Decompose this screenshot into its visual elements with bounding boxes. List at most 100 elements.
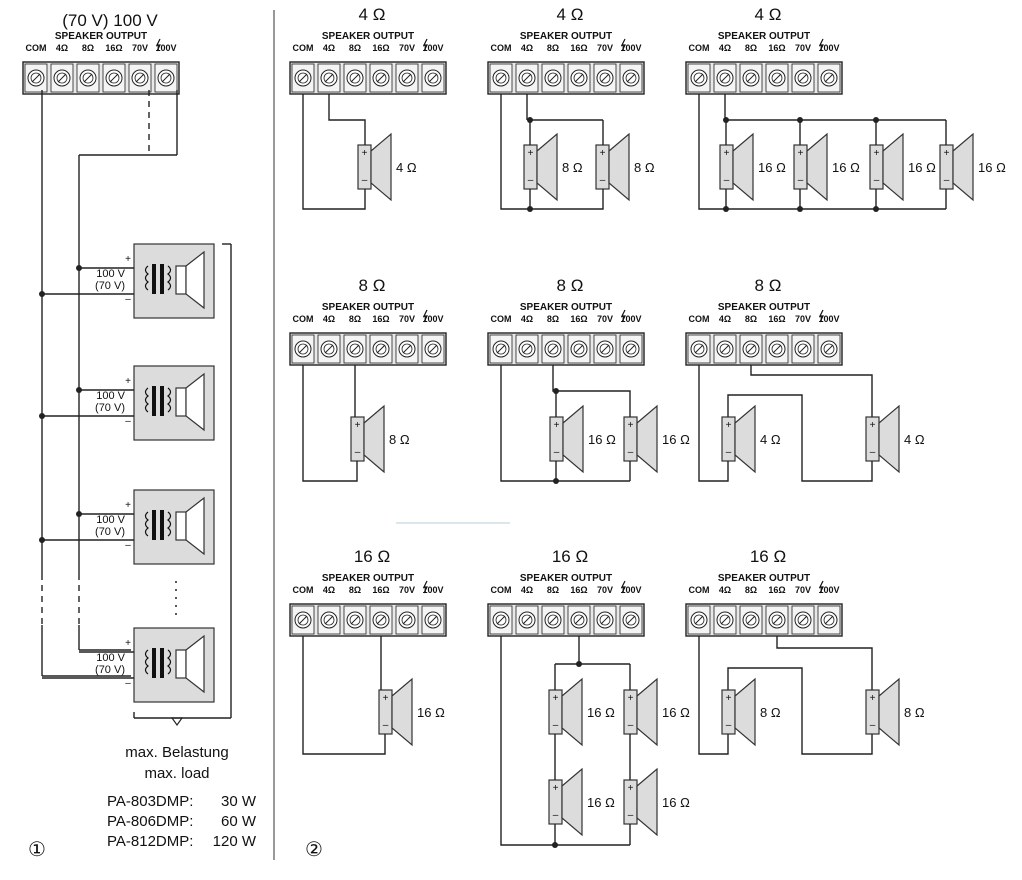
speaker-icon: +–16 Ω <box>623 404 690 474</box>
terminal-label: 8Ω <box>349 43 361 53</box>
terminal-label: COM <box>293 585 314 595</box>
plus-sign: + <box>726 420 732 431</box>
load-model: PA-812DMP: <box>107 833 193 850</box>
plus-sign: + <box>874 148 880 159</box>
left-speaker-chain: +–100 V(70 V)+–100 V(70 V)+–100 V(70 V)+… <box>39 243 215 703</box>
terminal-header: SPEAKER OUTPUT <box>718 573 810 584</box>
terminal-header: SPEAKER OUTPUT <box>718 31 810 42</box>
terminal-header: SPEAKER OUTPUT <box>520 302 612 313</box>
junction-dot <box>553 478 559 484</box>
lightning-icon <box>156 38 161 52</box>
plus-sign: + <box>125 376 131 387</box>
config-title: 4 Ω <box>755 5 782 24</box>
terminal-label: 4Ω <box>719 585 731 595</box>
plus-sign: + <box>553 693 559 704</box>
lightning-icon <box>819 38 824 52</box>
terminal-label: 70V <box>399 585 415 595</box>
voltage-label-100: 100 V <box>96 652 125 664</box>
junction-dot <box>39 413 45 419</box>
speaker-impedance-label: 8 Ω <box>904 705 925 720</box>
minus-sign: – <box>724 175 730 186</box>
plus-sign: + <box>528 148 534 159</box>
lightning-icon <box>621 38 626 52</box>
terminal-label: 70V <box>597 43 613 53</box>
minus-sign: – <box>874 175 880 186</box>
speaker-icon: +–16 Ω <box>549 404 616 474</box>
terminal-label: 8Ω <box>745 585 757 595</box>
terminal-label: 70V <box>597 314 613 324</box>
terminal-header: SPEAKER OUTPUT <box>322 573 414 584</box>
speaker-icon: +–8 Ω <box>523 132 583 202</box>
junction-dot <box>723 206 729 212</box>
speaker-impedance-label: 8 Ω <box>562 160 583 175</box>
config-title: 8 Ω <box>359 276 386 295</box>
terminal-label: 8Ω <box>745 314 757 324</box>
terminal-label: 4Ω <box>521 43 533 53</box>
speaker-impedance-label: 16 Ω <box>832 160 860 175</box>
terminal-label: COM <box>293 314 314 324</box>
plus-sign: + <box>125 638 131 649</box>
speaker-impedance-label: 16 Ω <box>662 432 690 447</box>
terminal-label: 16Ω <box>105 43 122 53</box>
terminal-label: COM <box>26 43 47 53</box>
left-wiring <box>41 90 178 677</box>
minus-sign: – <box>628 810 634 821</box>
speaker-icon: +–4 Ω <box>865 404 925 474</box>
load-bracket <box>133 243 232 727</box>
speaker-icon: +–16 Ω <box>939 132 1006 202</box>
plus-sign: + <box>798 148 804 159</box>
minus-sign: – <box>798 175 804 186</box>
terminal-label: 100V <box>620 585 641 595</box>
speaker-icon: +–16 Ω <box>548 677 615 747</box>
speaker-impedance-label: 16 Ω <box>587 705 615 720</box>
line-speaker: +–100 V(70 V) <box>42 627 215 703</box>
junction-dot <box>553 388 559 394</box>
speaker-impedance-label: 16 Ω <box>662 705 690 720</box>
minus-sign: – <box>554 447 560 458</box>
plus-sign: + <box>355 420 361 431</box>
left-panel-title: (70 V) 100 V <box>62 11 158 30</box>
speaker-impedance-label: 8 Ω <box>760 705 781 720</box>
terminal-header: SPEAKER OUTPUT <box>322 302 414 313</box>
minus-sign: – <box>125 294 131 305</box>
load-table: PA-803DMP: 30 W PA-806DMP: 60 W PA-812DM… <box>107 793 257 850</box>
minus-sign: – <box>362 175 368 186</box>
minus-sign: – <box>944 175 950 186</box>
junction-dot <box>873 117 879 123</box>
speaker-icon: +–8 Ω <box>350 404 410 474</box>
terminal-label: 8Ω <box>547 43 559 53</box>
plus-sign: + <box>870 420 876 431</box>
terminal-label: 70V <box>597 585 613 595</box>
speaker-icon: +–4 Ω <box>357 132 417 202</box>
minus-sign: – <box>870 447 876 458</box>
config-title: 8 Ω <box>755 276 782 295</box>
plus-sign: + <box>628 693 634 704</box>
minus-sign: – <box>125 678 131 689</box>
config-title: 8 Ω <box>557 276 584 295</box>
load-power: 60 W <box>221 813 257 830</box>
figure-marker-1: ① <box>28 839 46 861</box>
line-speaker: +–100 V(70 V) <box>39 243 215 319</box>
terminal-header: SPEAKER OUTPUT <box>55 31 147 42</box>
junction-dot <box>723 117 729 123</box>
plus-sign: + <box>724 148 730 159</box>
lightning-icon <box>423 580 428 594</box>
terminal-label: 8Ω <box>349 314 361 324</box>
junction-dot <box>76 387 82 393</box>
minus-sign: – <box>600 175 606 186</box>
load-power: 30 W <box>221 793 257 810</box>
speaker-icon: +–8 Ω <box>595 132 655 202</box>
terminal-label: 8Ω <box>82 43 94 53</box>
lightning-icon <box>819 580 824 594</box>
